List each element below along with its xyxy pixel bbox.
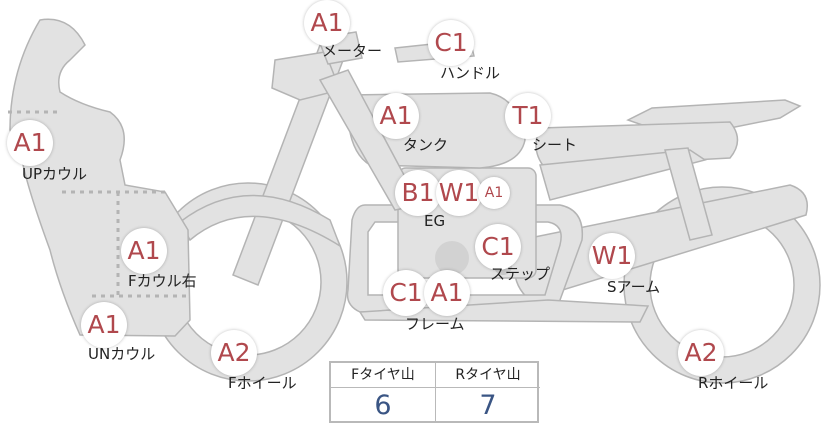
up-cowl-label: UPカウル [22, 165, 88, 183]
tire-tread-table: Fタイヤ山 Rタイヤ山 6 7 [329, 361, 540, 423]
r-wheel-label: Rホイール [698, 374, 769, 392]
rear-tire-header: Rタイヤ山 [436, 363, 540, 388]
tank-grade-badge: A1 [373, 93, 419, 139]
engine-grade-badge-b: B1 [395, 170, 441, 216]
table-divider [435, 363, 436, 423]
meter-grade-badge: A1 [304, 0, 350, 46]
handle-grade-badge: C1 [428, 20, 474, 66]
frame-label: フレーム [405, 315, 465, 333]
engine-label: EG [424, 212, 446, 230]
r-wheel-grade-badge: A2 [678, 330, 724, 376]
s-arm-grade-badge: W1 [589, 233, 635, 279]
f-cowl-right-grade-badge: A1 [121, 228, 167, 274]
seat-label: シート [532, 136, 578, 154]
front-tire-header: Fタイヤ山 [331, 363, 435, 388]
f-wheel-grade-badge: A2 [211, 330, 257, 376]
engine-grade-badge-w: W1 [436, 170, 482, 216]
tank-label: タンク [403, 136, 449, 154]
frame-grade-badge-a: A1 [424, 270, 470, 316]
up-cowl-grade-badge: A1 [7, 120, 53, 166]
s-arm-label: Sアーム [607, 278, 661, 296]
step-grade-badge: C1 [475, 224, 521, 270]
step-label: ステップ [490, 265, 551, 283]
front-fender [179, 194, 342, 248]
rear-tire-value: 7 [479, 390, 497, 421]
f-cowl-right-label: Fカウル右 [128, 272, 197, 290]
f-wheel-label: Fホイール [228, 374, 297, 392]
handle-label: ハンドル [440, 64, 501, 82]
un-cowl-grade-badge: A1 [81, 302, 127, 348]
meter-label: メーター [322, 42, 383, 60]
frame-grade-badge-c: C1 [383, 270, 429, 316]
seat-grade-badge: T1 [505, 93, 551, 139]
front-tire-value: 6 [374, 390, 392, 421]
engine-grade-badge-a: A1 [478, 177, 510, 209]
un-cowl-label: UNカウル [88, 345, 156, 363]
